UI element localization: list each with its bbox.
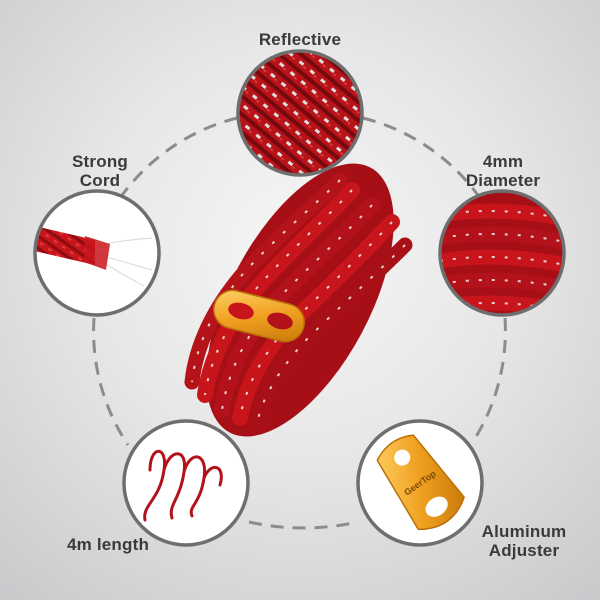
diameter-label: 4mm Diameter [438, 152, 568, 190]
reflective-detail-circle [236, 49, 364, 177]
diameter-label-line2: Diameter [465, 171, 541, 190]
adjuster-label-line2: Adjuster [488, 541, 560, 560]
strong-cord-label: Strong Cord [40, 152, 160, 190]
length-label: 4m length [38, 535, 178, 554]
reflective-label: Reflective [230, 30, 370, 49]
adjuster-detail-circle: GeerTop [356, 419, 484, 547]
rope-bundle-image [184, 163, 413, 437]
strong-cord-label-line2: Cord [79, 171, 121, 190]
length-detail-circle [122, 419, 250, 547]
diameter-detail-circle [438, 189, 566, 317]
dashed-ring [92, 116, 507, 530]
adjuster-label: Aluminum Adjuster [458, 522, 590, 560]
adjuster-label-line1: Aluminum [481, 522, 567, 541]
aluminum-adjuster-image: GeerTop [376, 434, 466, 531]
strong-cord-label-line1: Strong [72, 152, 128, 171]
bundle-adjuster [213, 289, 305, 343]
length-label-text: 4m length [66, 535, 150, 554]
strong-cord-detail-circle [33, 189, 161, 317]
diameter-label-line1: 4mm [482, 152, 524, 171]
reflective-label-text: Reflective [258, 30, 342, 49]
